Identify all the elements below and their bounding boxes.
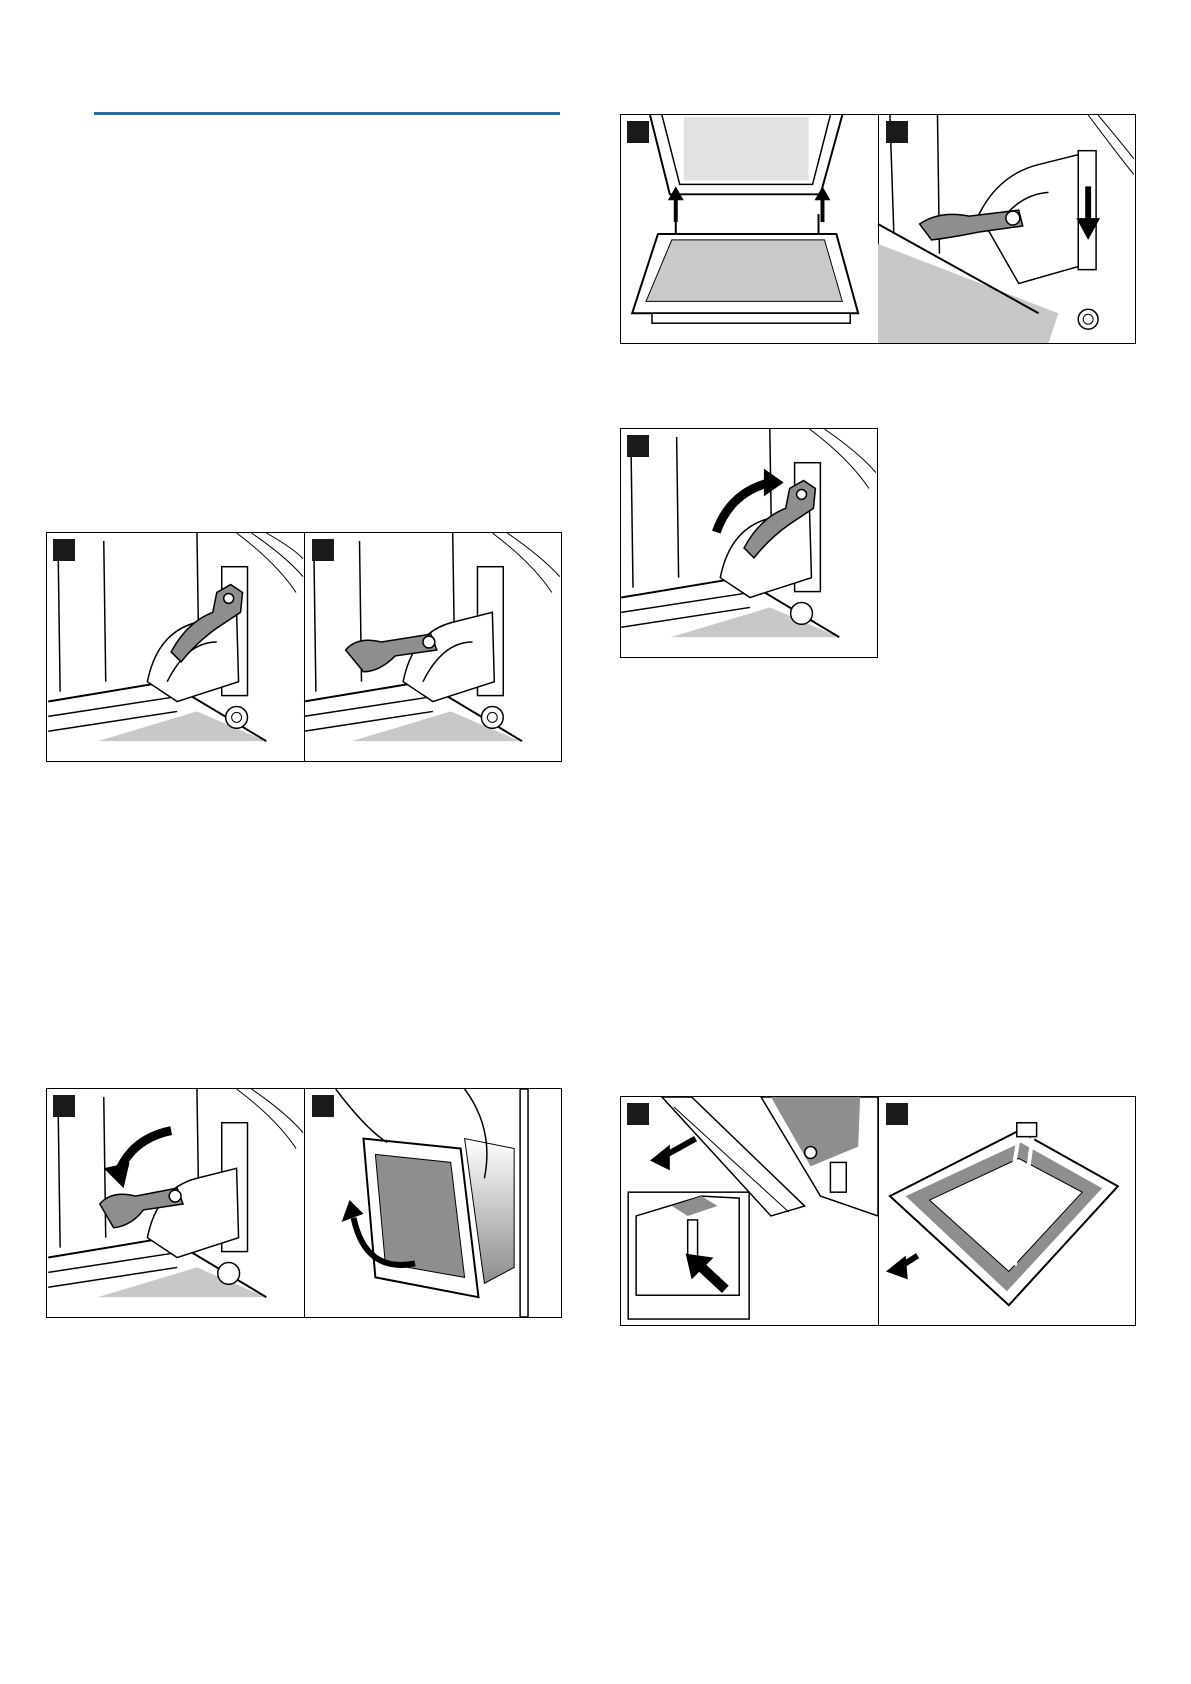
step-marker xyxy=(53,1095,75,1117)
figure-lever-fold-back xyxy=(620,428,878,658)
step-marker xyxy=(312,539,334,561)
step-marker xyxy=(627,121,649,143)
figure-door-removal-pair xyxy=(46,1088,562,1318)
hinge-lever-down-icon xyxy=(47,533,561,761)
step-marker xyxy=(886,1103,908,1125)
figure-hinge-lock-pair xyxy=(46,532,562,762)
step-marker xyxy=(627,1103,649,1125)
figure-glass-removal-pair xyxy=(620,1096,1136,1326)
door-lift-off-icon xyxy=(47,1089,561,1317)
glass-pane-slide-icon xyxy=(621,1097,1135,1325)
step-marker xyxy=(312,1095,334,1117)
step-marker xyxy=(53,539,75,561)
section-heading-rule xyxy=(94,112,560,115)
step-marker xyxy=(886,121,908,143)
hinge-push-down-icon xyxy=(621,115,1135,343)
lever-rotate-up-icon xyxy=(621,429,877,657)
figure-door-lift-pair xyxy=(620,114,1136,344)
step-marker xyxy=(627,435,649,457)
